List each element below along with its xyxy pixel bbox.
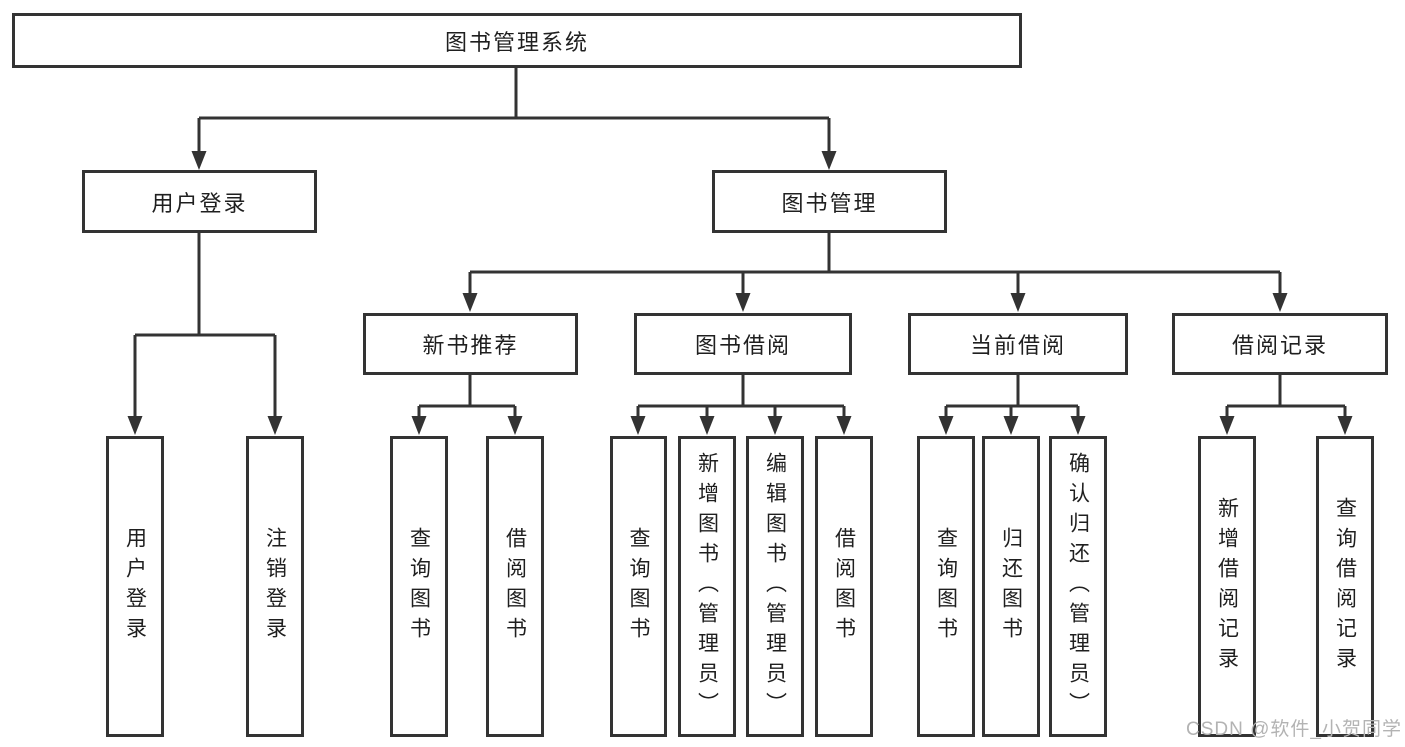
node-book-management-label: 图书管理 <box>781 190 878 216</box>
leaf-current-query-book-label: 查询图书 <box>934 526 958 647</box>
node-borrow-record: 借阅记录 <box>1172 313 1388 375</box>
watermark: CSDN @软件_小贺同学 <box>1186 719 1402 740</box>
leaf-logout: 注销登录 <box>246 436 304 737</box>
leaf-current-confirm-return: 确认归还（管理员） <box>1049 436 1107 737</box>
node-book-borrow-label: 图书借阅 <box>694 333 791 358</box>
node-current-borrow: 当前借阅 <box>908 313 1128 375</box>
node-book-borrow: 图书借阅 <box>634 313 852 375</box>
node-new-book-recommend-label: 新书推荐 <box>422 333 519 358</box>
leaf-borrow-add-book-label: 新增图书（管理员） <box>695 451 719 722</box>
leaf-record-add-label: 新增借阅记录 <box>1215 496 1239 677</box>
node-root-label: 图书管理系统 <box>444 29 589 55</box>
node-borrow-record-label: 借阅记录 <box>1231 333 1328 358</box>
leaf-current-return-book: 归还图书 <box>982 436 1040 737</box>
node-user-login: 用户登录 <box>82 170 317 233</box>
node-new-book-recommend: 新书推荐 <box>363 313 578 375</box>
node-root: 图书管理系统 <box>12 13 1022 68</box>
leaf-user-login-label: 用户登录 <box>123 526 147 647</box>
leaf-recommend-borrow-book-label: 借阅图书 <box>503 526 527 647</box>
leaf-logout-label: 注销登录 <box>263 526 287 647</box>
leaf-record-query-label: 查询借阅记录 <box>1333 496 1357 677</box>
leaf-recommend-borrow-book: 借阅图书 <box>486 436 544 737</box>
leaf-borrow-query-book: 查询图书 <box>610 436 667 737</box>
leaf-current-query-book: 查询图书 <box>917 436 975 737</box>
leaf-borrow-edit-book: 编辑图书（管理员） <box>746 436 804 737</box>
leaf-borrow-borrow-book: 借阅图书 <box>815 436 873 737</box>
leaf-borrow-add-book: 新增图书（管理员） <box>678 436 736 737</box>
leaf-current-return-book-label: 归还图书 <box>999 526 1023 647</box>
leaf-user-login: 用户登录 <box>106 436 164 737</box>
node-user-login-label: 用户登录 <box>151 190 248 216</box>
leaf-recommend-query-book: 查询图书 <box>390 436 448 737</box>
leaf-record-add: 新增借阅记录 <box>1198 436 1256 737</box>
arrowhead-icons <box>127 151 1353 435</box>
leaf-borrow-edit-book-label: 编辑图书（管理员） <box>763 451 787 722</box>
connector-path <box>133 68 1347 418</box>
leaf-borrow-borrow-book-label: 借阅图书 <box>832 526 856 647</box>
node-book-management: 图书管理 <box>712 170 947 233</box>
leaf-recommend-query-book-label: 查询图书 <box>407 526 431 647</box>
leaf-record-query: 查询借阅记录 <box>1316 436 1374 737</box>
node-current-borrow-label: 当前借阅 <box>969 333 1066 358</box>
leaf-borrow-query-book-label: 查询图书 <box>627 526 650 647</box>
leaf-current-confirm-return-label: 确认归还（管理员） <box>1066 451 1090 722</box>
